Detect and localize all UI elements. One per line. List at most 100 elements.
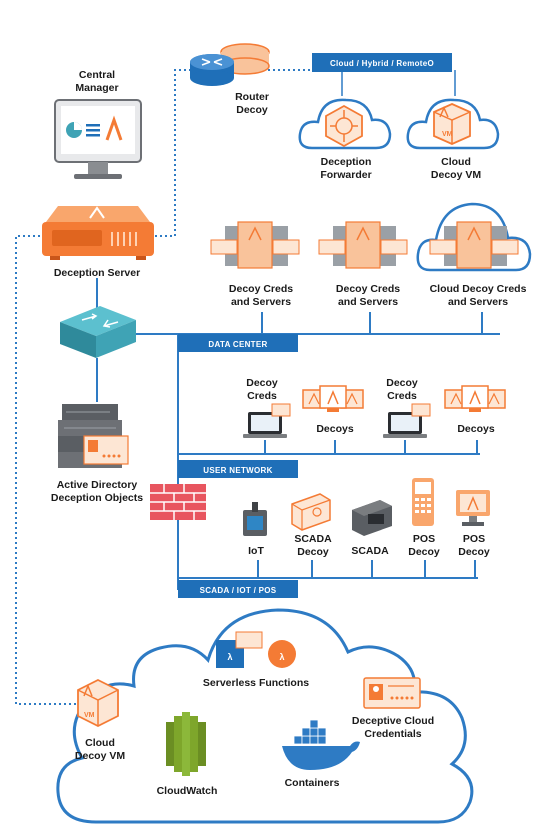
containers-label: Containers — [285, 777, 340, 789]
cloud-decoy-creds-servers-label-1: Cloud Decoy Creds — [430, 283, 527, 295]
cloudwatch: CloudWatch — [157, 712, 218, 797]
serverless-functions-label: Serverless Functions — [203, 677, 309, 689]
decoy-creds-2-label-2: Creds — [387, 390, 417, 402]
cloudwatch-icon — [166, 712, 206, 776]
deceptive-cloud-credentials-label-2: Credentials — [364, 728, 421, 740]
scada-decoy-label-2: Decoy — [297, 546, 329, 558]
scada-iot-pos-bar: SCADA / IOT / POS — [178, 580, 298, 598]
decoy-creds-servers-1-label-2: and Servers — [231, 296, 291, 308]
serverless-functions: λ λ Serverless Functions — [203, 631, 309, 689]
central-manager: Central Manager — [54, 69, 142, 179]
pos-decoy-2: POS Decoy — [456, 490, 490, 558]
active-directory-label-2: Deception Objects — [51, 492, 143, 504]
server-rack-icon — [318, 221, 408, 269]
bottom-cloud: λ λ Serverless Functions Decepti — [56, 608, 474, 824]
decoys-group-2: Decoys — [444, 385, 506, 435]
lambda-symbol-orange: λ — [279, 652, 284, 662]
laptop-icon — [243, 403, 291, 438]
directory-server-icon — [58, 404, 129, 468]
deceptive-cloud-credentials-label-1: Deceptive Cloud — [352, 715, 434, 727]
decoy-creds-servers-1-label-1: Decoy Creds — [229, 283, 293, 295]
cloud-decoy-vm-top-label-2: Decoy VM — [431, 169, 481, 181]
pos-decoy-1-label-1: POS — [413, 533, 435, 545]
scada-decoy: SCADA Decoy — [291, 493, 332, 558]
cloud-decoy-vm-top-label-1: Cloud — [441, 156, 471, 168]
decoys-1-label: Decoys — [316, 423, 354, 435]
firewall-icon — [150, 484, 206, 520]
data-center-label: DATA CENTER — [208, 340, 267, 349]
decoys-group-1: Decoys — [302, 385, 364, 435]
decoy-monitors-icon — [444, 385, 506, 412]
cloud-hybrid-bar: Cloud / Hybrid / RemoteO — [312, 53, 452, 72]
decoy-creds-1-label-2: Creds — [247, 390, 277, 402]
decoy-creds-servers-2-label-2: and Servers — [338, 296, 398, 308]
containers: Containers — [282, 719, 360, 789]
cloud-decoy-vm-bottom-label-2: Decoy VM — [75, 750, 125, 762]
router-decoy-label-2: Decoy — [236, 104, 268, 116]
docker-whale-icon — [282, 719, 360, 770]
large-cloud-outline — [56, 608, 474, 824]
scada-decoy-label-1: SCADA — [294, 533, 332, 545]
cloudwatch-label: CloudWatch — [157, 785, 218, 797]
pos-monitor-icon — [456, 490, 490, 526]
vm-cube-icon: VM — [77, 678, 119, 728]
decoy-creds-laptop-2: Decoy Creds — [383, 377, 431, 438]
deception-server-label: Deception Server — [54, 267, 140, 279]
cloud-decoy-vm-bottom-label-1: Cloud — [85, 737, 115, 749]
cloud-decoy-vm-bottom: VM Cloud Decoy VM — [75, 678, 125, 762]
deception-forwarder-label-2: Forwarder — [320, 169, 371, 181]
decoy-creds-servers-1: Decoy Creds and Servers — [210, 221, 300, 308]
lambda-symbol-blue: λ — [227, 652, 232, 662]
iot-device: IoT — [243, 502, 267, 557]
pos-terminal-icon — [412, 478, 434, 526]
credential-card-icon — [363, 677, 421, 709]
decoys-2-label: Decoys — [457, 423, 495, 435]
pos-decoy-2-label-1: POS — [463, 533, 485, 545]
scada-label: SCADA — [351, 545, 389, 557]
laptop-icon — [383, 403, 431, 438]
router-decoy-label-1: Router — [235, 91, 269, 103]
vm-badge-bottom: VM — [84, 712, 95, 719]
user-network-label: USER NETWORK — [203, 466, 272, 475]
active-directory-label-1: Active Directory — [57, 479, 138, 491]
pos-decoy-1: POS Decoy — [408, 478, 440, 558]
lambda-orange-icon: λ — [268, 640, 296, 668]
dotted-link-server-bottom-cloud — [15, 235, 80, 705]
iot-label: IoT — [248, 545, 264, 557]
scada-decoy-icon — [291, 493, 331, 531]
cloud-decoy-creds-servers-label-2: and Servers — [448, 296, 508, 308]
cloud-decoy-vm-top: VM Cloud Decoy VM — [406, 98, 500, 181]
network-switch-icon — [60, 306, 136, 358]
monitor-icon — [54, 99, 142, 179]
iot-icon — [243, 502, 267, 536]
vm-badge: VM — [442, 131, 453, 138]
vm-cube-icon: VM — [433, 103, 471, 145]
decoy-creds-servers-2: Decoy Creds and Servers — [318, 221, 408, 308]
deception-forwarder-label-1: Deception — [321, 156, 372, 168]
central-manager-label-2: Manager — [75, 82, 118, 94]
server-rack-icon — [429, 221, 519, 269]
deception-forwarder: Deception Forwarder — [298, 98, 392, 181]
deception-server: Deception Server — [42, 206, 154, 279]
decoy-creds-2-label-1: Decoy — [386, 377, 418, 389]
deceptive-cloud-credentials: Deceptive Cloud Credentials — [352, 677, 434, 740]
decoy-monitors-icon — [302, 385, 364, 412]
decoy-creds-servers-2-label-1: Decoy Creds — [336, 283, 400, 295]
decoy-creds-1-label-1: Decoy — [246, 377, 278, 389]
central-manager-label-1: Central — [79, 69, 115, 81]
pos-decoy-1-label-2: Decoy — [408, 546, 440, 558]
cloud-decoy-creds-servers: Cloud Decoy Creds and Servers — [416, 202, 532, 308]
decoy-creds-laptop-1: Decoy Creds — [243, 377, 291, 438]
forwarder-hex-icon — [325, 104, 363, 148]
user-network-bar: USER NETWORK — [178, 460, 298, 478]
server-rack-icon — [210, 221, 300, 269]
dotted-link-server-router — [150, 69, 192, 237]
scada-bar-label: SCADA / IOT / POS — [200, 586, 277, 595]
scada-icon — [352, 500, 392, 536]
server-appliance-icon — [42, 206, 154, 260]
router-icon — [190, 43, 270, 86]
scada-device: SCADA — [351, 500, 392, 557]
router-decoy: Router Decoy — [190, 43, 270, 116]
pos-decoy-2-label-2: Decoy — [458, 546, 490, 558]
